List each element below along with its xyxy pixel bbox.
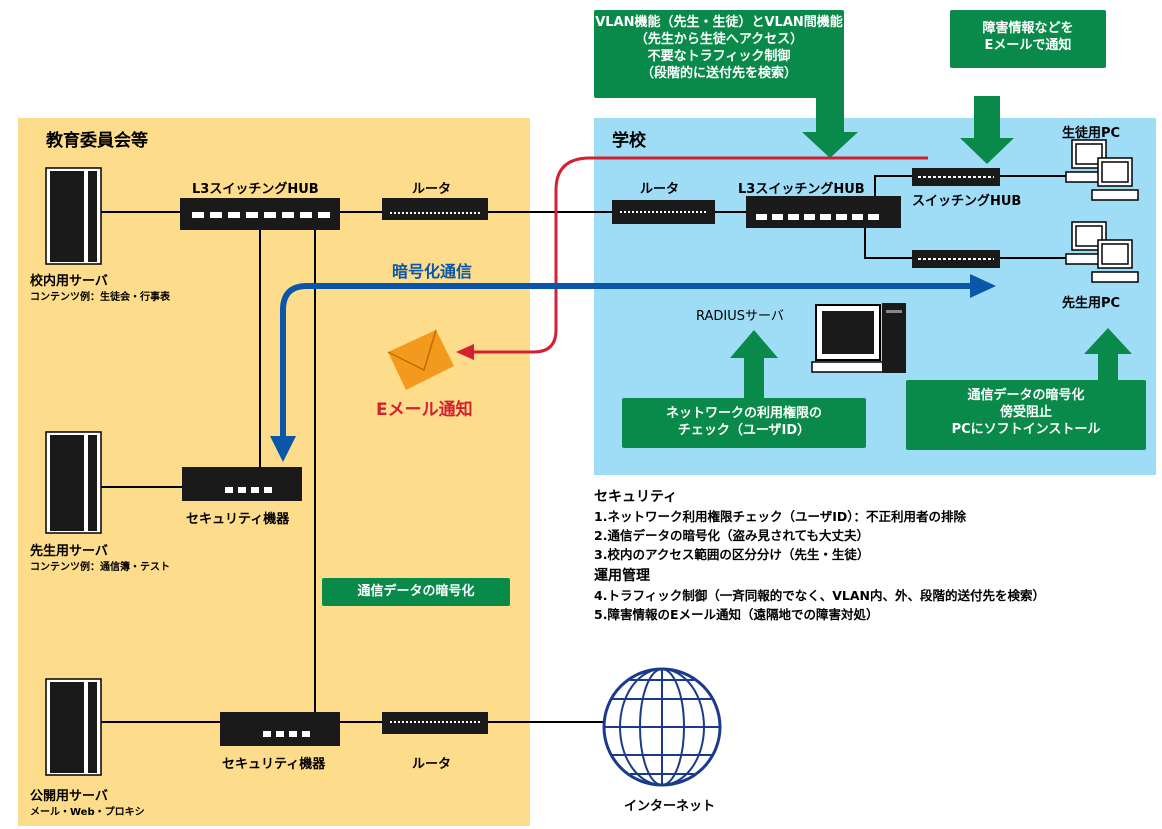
board-encryption-callout: 通信データの暗号化	[322, 578, 510, 606]
security1-label: セキュリティ機器	[186, 512, 290, 527]
callout-arrows	[730, 96, 1132, 400]
teacher-server-sub: コンテンツ例：通信簿・テスト	[30, 562, 170, 573]
vlan-callout: VLAN機能（先生・生徒）とVLAN間機能 （先生から生徒へアクセス） 不要なト…	[594, 10, 844, 98]
vlan-callout-arrow	[802, 96, 858, 158]
pc-callout: 通信データの暗号化 傍受阻止 PCにソフトインストール	[906, 380, 1146, 450]
radius-callout-line-2: チェック（ユーザID）	[677, 423, 811, 438]
encrypted-flow-arrow-down	[270, 436, 296, 462]
security2-label: セキュリティ機器	[222, 757, 326, 772]
internet-label: インターネット	[624, 799, 716, 814]
public-router-icon	[382, 712, 488, 734]
ops-item-5: 5.障害情報のEメール通知（遠隔地での障害対処）	[594, 607, 879, 622]
internal-server-sub: コンテンツ例：生徒会・行事表	[30, 292, 170, 303]
school-l3-switch-icon	[746, 196, 901, 228]
school-router-label: ルータ	[640, 182, 680, 197]
radius-label: RADIUSサーバ	[696, 309, 784, 324]
school-l3-label: L3スイッチングHUB	[738, 182, 865, 197]
email-flow-label: Eメール通知	[376, 400, 473, 420]
security-item-3: 3.校内のアクセス範囲の区分分け（先生・生徒）	[594, 547, 870, 562]
encrypted-flow-arrow-right	[970, 274, 996, 298]
security-item-2: 2.通信データの暗号化（盗み見されても大丈夫）	[594, 528, 869, 543]
pc-callout-arrow	[1084, 328, 1132, 380]
student-pc-icon	[1065, 139, 1139, 201]
public-server-sub: メール・Web・プロキシ	[30, 807, 145, 818]
server-teacher-icon	[45, 431, 102, 534]
pc-callout-line-3: PCにソフトインストール	[951, 422, 1101, 437]
board-l3-switch-icon	[180, 198, 340, 230]
school-router-icon	[612, 200, 715, 224]
switching-hub-1-icon	[912, 168, 1000, 186]
board-l3-label: L3スイッチングHUB	[192, 182, 319, 197]
vlan-callout-line-1: VLAN機能（先生・生徒）とVLAN間機能	[595, 15, 843, 30]
radius-callout: ネットワークの利用権限の チェック（ユーザID）	[622, 398, 866, 448]
ops-heading: 運用管理	[594, 568, 650, 584]
vlan-callout-line-2: （先生から生徒へアクセス）	[634, 32, 804, 47]
teacher-server-name: 先生用サーバ	[30, 544, 108, 559]
email-envelope-icon	[387, 329, 454, 390]
pc-callout-line-1: 通信データの暗号化	[967, 388, 1085, 403]
pc-callout-line-2: 傍受阻止	[999, 405, 1052, 420]
teacher-pc-icon	[1065, 221, 1139, 283]
teacher-pc-label: 先生用PC	[1062, 296, 1121, 311]
internal-server-name: 校内用サーバ	[30, 274, 108, 289]
server-public-icon	[45, 678, 102, 776]
mail-callout-line-2: Eメールで通知	[984, 38, 1072, 53]
public-server-name: 公開用サーバ	[30, 789, 108, 804]
public-router-label: ルータ	[412, 757, 452, 772]
switching-hub-2-icon	[912, 250, 1000, 268]
mail-callout-line-1: 障害情報などを	[982, 21, 1074, 36]
vlan-callout-line-3: 不要なトラフィック制御	[647, 49, 791, 64]
security-device-2-icon	[220, 712, 340, 746]
ops-item-4: 4.トラフィック制御（一斉同報的でなく、VLAN内、外、段階的送付先を検索）	[594, 588, 1045, 603]
server-internal-icon	[45, 167, 102, 265]
student-pc-label: 生徒用PC	[1062, 126, 1121, 141]
email-flow-arrow	[456, 344, 474, 360]
school-zone-title: 学校	[612, 131, 646, 151]
email-flow-line	[470, 156, 928, 354]
encrypted-flow-line	[280, 283, 972, 440]
mail-callout: 障害情報などを Eメールで通知	[950, 10, 1106, 68]
switching-hub-label: スイッチングHUB	[912, 194, 1022, 209]
internet-globe-icon	[602, 667, 722, 787]
notes-panel: セキュリティ 1.ネットワーク利用権限チェック（ユーザID）：不正利用者の排除 …	[594, 486, 1154, 623]
cables	[100, 175, 1072, 723]
vlan-callout-line-4: （段階的に送付先を検索）	[640, 66, 797, 81]
radius-server-icon	[811, 303, 906, 373]
radius-callout-line-1: ネットワークの利用権限の	[665, 406, 822, 421]
mail-callout-arrow	[960, 96, 1014, 164]
security-heading: セキュリティ	[594, 489, 678, 505]
encrypted-flow-label: 暗号化通信	[392, 262, 473, 281]
security-item-1: 1.ネットワーク利用権限チェック（ユーザID）：不正利用者の排除	[594, 509, 966, 524]
board-zone-title: 教育委員会等	[46, 131, 148, 151]
board-router-icon	[382, 198, 488, 220]
radius-callout-arrow	[730, 330, 778, 400]
security-device-1-icon	[182, 467, 302, 501]
board-router-label: ルータ	[412, 182, 452, 197]
